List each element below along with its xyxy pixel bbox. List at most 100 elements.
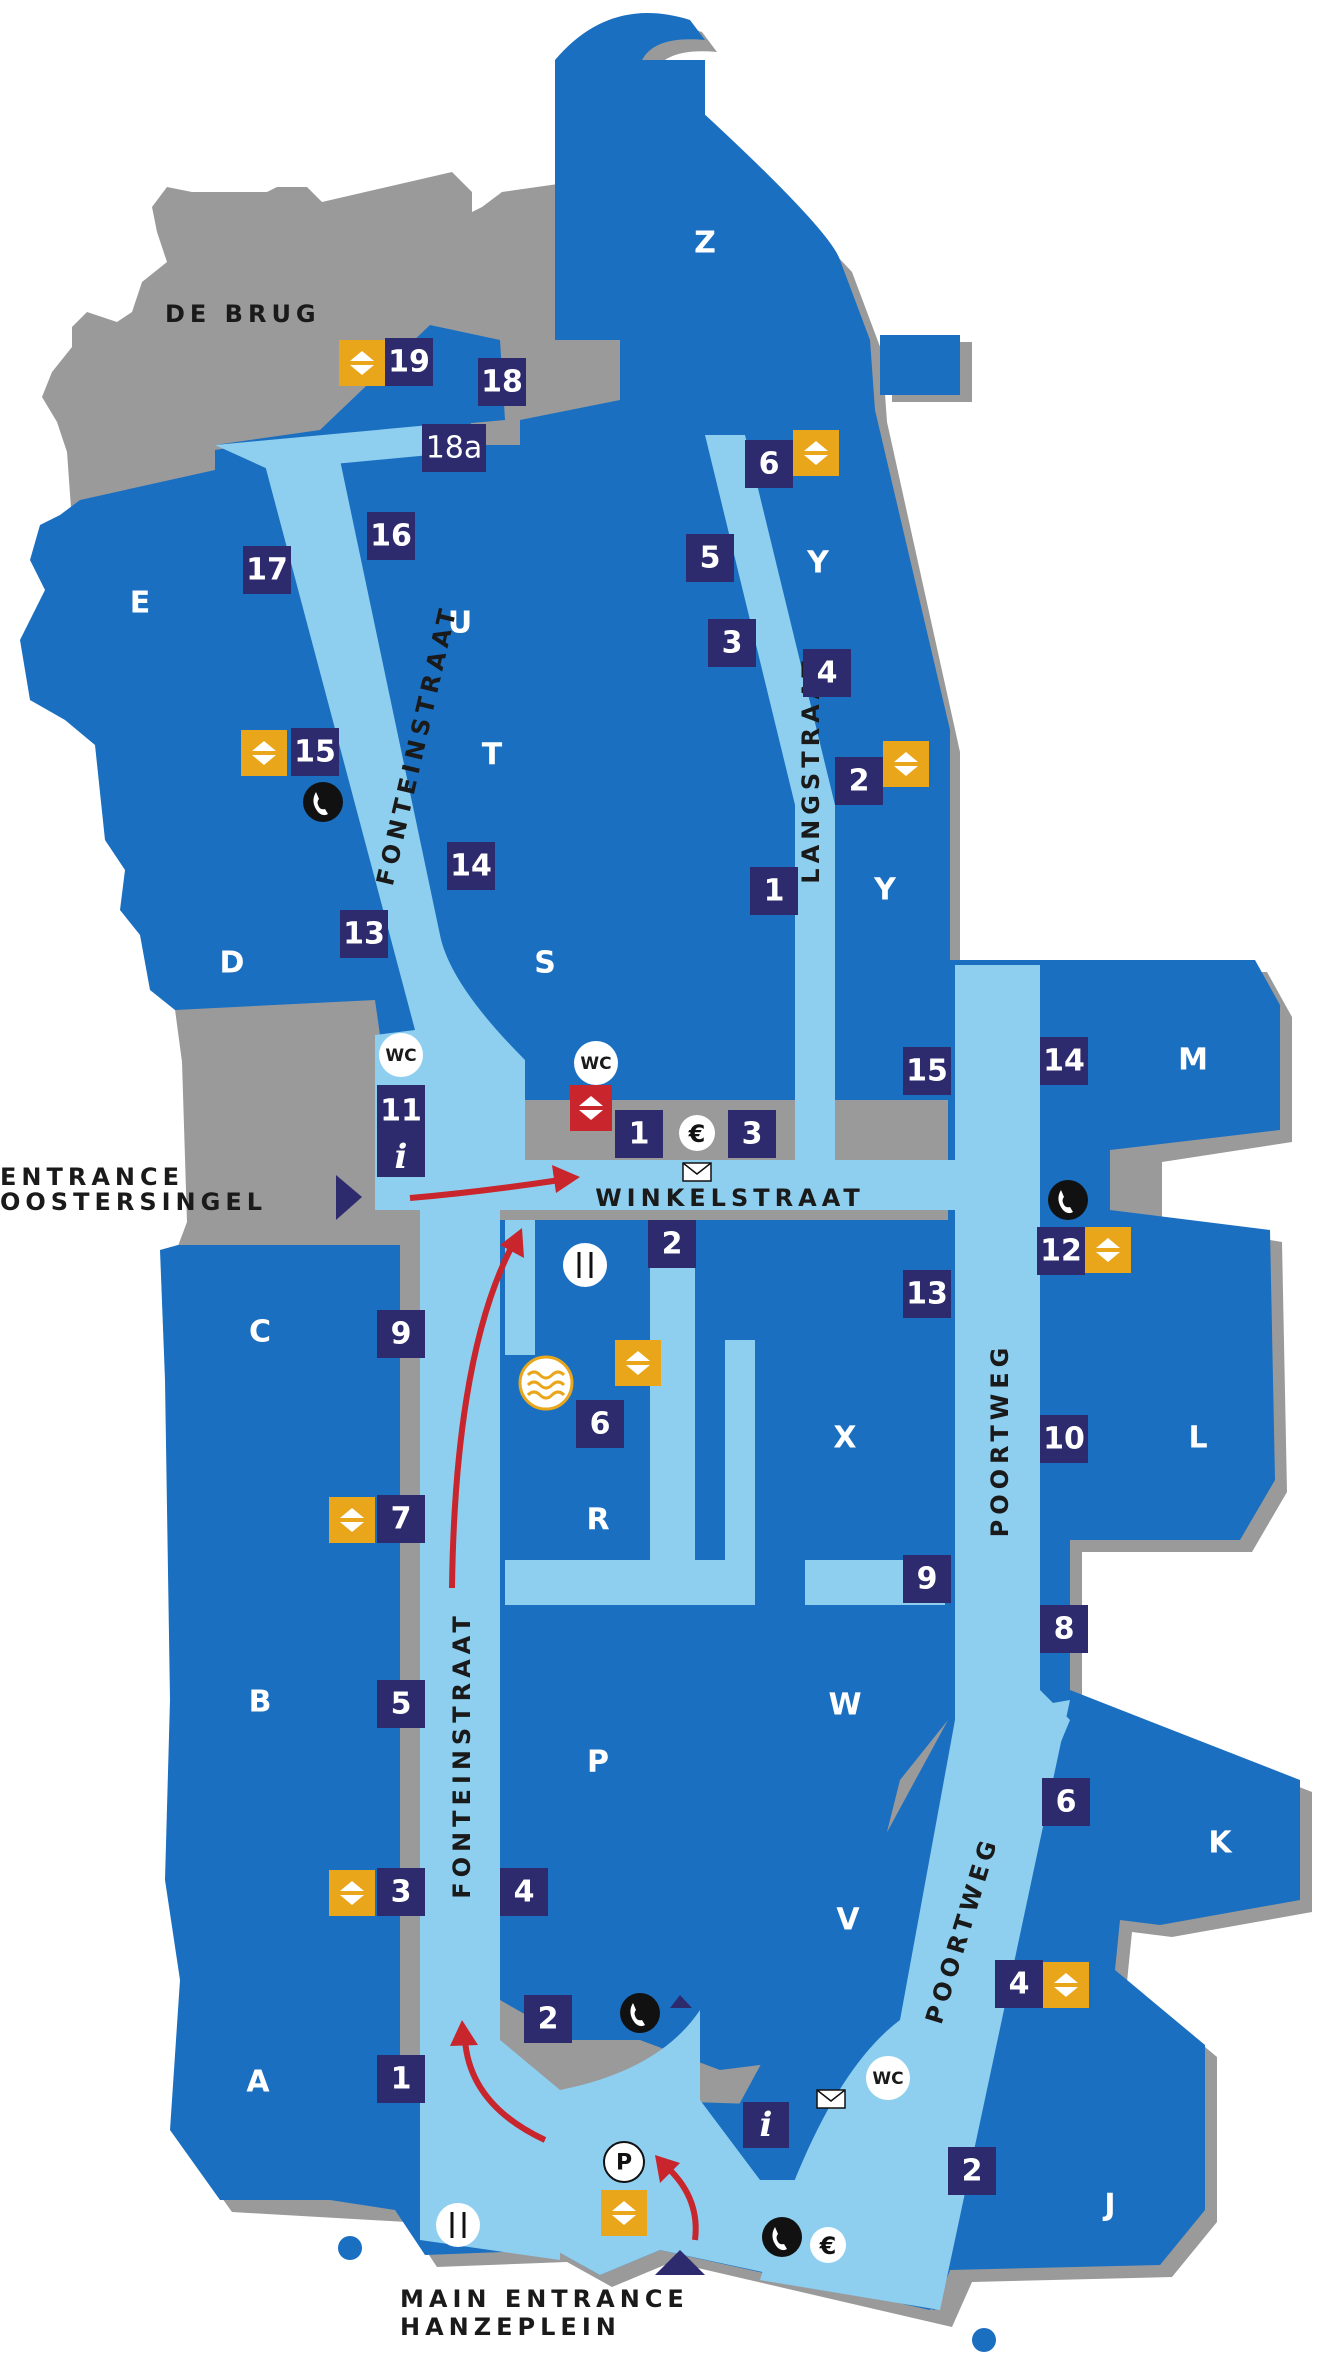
room-16[interactable]: 16 (367, 512, 415, 560)
room-14-west[interactable]: 14 (447, 842, 495, 890)
phone-icon[interactable] (620, 1993, 660, 2033)
info-icon[interactable]: i (395, 1137, 408, 1177)
svg-text:3: 3 (742, 1117, 763, 1152)
svg-text:4: 4 (817, 656, 838, 691)
room-2-mid[interactable]: 2 (648, 1220, 696, 1268)
street-fonteinstraat-south: FONTEINSTRAAT (448, 1611, 476, 1898)
zone-w: W (828, 1688, 861, 1723)
svg-text:12: 12 (1040, 1234, 1082, 1269)
lift-icon[interactable] (883, 741, 929, 787)
svg-text:13: 13 (906, 1277, 948, 1312)
room-4-langstraat[interactable]: 4 (803, 649, 851, 697)
svg-text:11: 11 (380, 1094, 422, 1129)
room-numbers: 19 18 18a 17 16 15 14 13 11 9 7 5 3 1 4 … (243, 338, 1090, 2195)
lift-icon[interactable] (793, 430, 839, 476)
zone-z: Z (694, 226, 716, 261)
zone-m: M (1178, 1043, 1208, 1078)
lift-icon[interactable] (329, 1497, 375, 1543)
lift-icon[interactable] (339, 340, 385, 386)
room-3-west[interactable]: 3 (377, 1868, 425, 1916)
decorative-marks (336, 1175, 996, 2352)
pool-icon[interactable] (518, 1355, 574, 1411)
svg-text:€: € (688, 1120, 706, 1148)
svg-text:i: i (395, 1137, 408, 1177)
svg-text:18: 18 (481, 365, 523, 400)
room-12[interactable]: 12 (1037, 1227, 1085, 1275)
room-9-west[interactable]: 9 (377, 1310, 425, 1358)
euro-icon[interactable]: € (679, 1115, 715, 1151)
room-13-west[interactable]: 13 (340, 910, 388, 958)
phone-icon[interactable] (303, 782, 343, 822)
label-entrance: ENTRANCE (0, 1163, 184, 1191)
room-8[interactable]: 8 (1040, 1605, 1088, 1653)
svg-text:P: P (616, 2151, 632, 2176)
room-17[interactable]: 17 (243, 546, 291, 594)
room-5-langstraat[interactable]: 5 (686, 534, 734, 582)
room-1-mid[interactable]: 1 (615, 1110, 663, 1158)
wc-icon[interactable]: WC (574, 1041, 618, 1085)
room-11[interactable]: 11 (377, 1085, 425, 1177)
lifts (241, 340, 1131, 2236)
room-2-south[interactable]: 2 (524, 1995, 572, 2043)
zone-x: X (833, 1421, 856, 1456)
room-6-mid[interactable]: 6 (576, 1400, 624, 1448)
svg-text:10: 10 (1043, 1422, 1085, 1457)
lift-icon[interactable] (615, 1340, 661, 1386)
room-6-east[interactable]: 6 (1042, 1778, 1090, 1826)
room-2-langstraat[interactable]: 2 (835, 757, 883, 805)
svg-text:7: 7 (391, 1502, 412, 1537)
phone-icon[interactable] (1048, 1180, 1088, 1220)
room-15-east[interactable]: 15 (903, 1047, 951, 1095)
zone-labels: Z Y E U T Y D S M C X L R W B P K V A J (130, 226, 1234, 2223)
room-13-east[interactable]: 13 (903, 1270, 951, 1318)
info-icon[interactable]: i (743, 2102, 789, 2148)
room-9-east[interactable]: 9 (903, 1555, 951, 1603)
lift-icon[interactable] (241, 730, 287, 776)
service-icons: WC WC WC i i € € P (303, 782, 1088, 2263)
lift-icon[interactable] (329, 1870, 375, 1916)
zone-s: S (534, 946, 556, 981)
svg-text:18a: 18a (426, 431, 483, 466)
room-14-east[interactable]: 14 (1040, 1037, 1088, 1085)
svg-text:15: 15 (906, 1054, 948, 1089)
room-4[interactable]: 4 (500, 1868, 548, 1916)
zone-d: D (220, 946, 245, 981)
euro-icon[interactable]: € (810, 2227, 846, 2263)
room-18[interactable]: 18 (478, 358, 526, 406)
outside-labels: DE BRUG ENTRANCE OOSTERSINGEL MAIN ENTRA… (0, 300, 689, 2341)
wc-icon[interactable]: WC (379, 1033, 423, 1077)
room-3-mid[interactable]: 3 (728, 1110, 776, 1158)
room-4-east[interactable]: 4 (995, 1960, 1043, 2008)
zone-v: V (836, 1903, 860, 1938)
zone-p: P (587, 1745, 609, 1780)
zone-j: J (1102, 2188, 1115, 2223)
zone-t: T (482, 738, 503, 773)
lift-icon[interactable] (1043, 1962, 1089, 2008)
room-3-langstraat[interactable]: 3 (708, 619, 756, 667)
lift-icon[interactable] (1085, 1227, 1131, 1273)
restaurant-icon[interactable] (436, 2203, 480, 2247)
mail-icon[interactable] (816, 2089, 846, 2109)
room-1-langstraat[interactable]: 1 (750, 867, 798, 915)
room-2-east[interactable]: 2 (948, 2147, 996, 2195)
phone-icon[interactable] (762, 2217, 802, 2257)
wc-icon[interactable]: WC (866, 2056, 910, 2100)
parking-icon[interactable]: P (603, 2141, 645, 2183)
svg-text:2: 2 (849, 764, 870, 799)
room-10[interactable]: 10 (1040, 1415, 1088, 1463)
room-5-west[interactable]: 5 (377, 1680, 425, 1728)
svg-text:3: 3 (391, 1875, 412, 1910)
room-1-west[interactable]: 1 (377, 2055, 425, 2103)
room-6-langstraat[interactable]: 6 (745, 440, 793, 488)
lift-icon[interactable] (601, 2190, 647, 2236)
lift-icon[interactable] (570, 1085, 612, 1131)
restaurant-icon[interactable] (563, 1243, 607, 1287)
label-main-entrance: MAIN ENTRANCE (400, 2285, 689, 2313)
arrow-head-icon (450, 2020, 478, 2046)
room-7-west[interactable]: 7 (377, 1495, 425, 1543)
room-15-west[interactable]: 15 (291, 728, 339, 776)
zone-l: L (1188, 1421, 1207, 1456)
mail-icon[interactable] (682, 1162, 712, 1182)
room-18a[interactable]: 18a (422, 424, 486, 472)
room-19[interactable]: 19 (385, 338, 433, 386)
